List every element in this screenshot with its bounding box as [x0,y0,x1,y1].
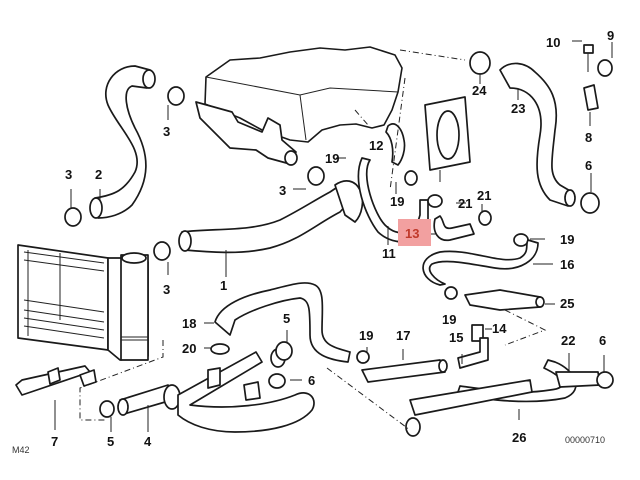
callout-21[interactable]: 21 [477,188,492,203]
callout-4[interactable]: 4 [144,434,152,449]
part-7-bracket [15,365,97,396]
callout-1[interactable]: 1 [220,278,228,293]
diagram-number: 00000710 [565,435,606,445]
parts-14-15-17 [361,324,489,383]
callout-19[interactable]: 19 [442,312,457,327]
part-2-hose [89,65,156,219]
highlight-part-13 [398,219,431,246]
part-26-hose [405,359,614,437]
callout-20[interactable]: 20 [182,341,197,356]
callout-3[interactable]: 3 [65,167,73,182]
part-16-hose [422,239,539,286]
radiator [17,244,164,421]
callout-22[interactable]: 22 [561,333,576,348]
callout-10[interactable]: 10 [546,35,561,50]
part-13-elbow [433,215,475,242]
engine-block [195,46,403,166]
part-23-hose [469,51,576,207]
callout-23[interactable]: 23 [511,101,526,116]
callout-24[interactable]: 24 [472,83,487,98]
callout-3[interactable]: 3 [163,124,171,139]
callout-8[interactable]: 8 [585,130,593,145]
clamps-19-21 [356,170,529,364]
heater-valve [424,96,471,182]
clamp-6 [580,192,600,214]
callout-25[interactable]: 25 [560,296,575,311]
callout-6[interactable]: 6 [599,333,607,348]
callout-13[interactable]: 13 [405,226,420,241]
callout-19[interactable]: 19 [325,151,340,166]
part-1-hose [178,180,364,254]
callout-17[interactable]: 17 [396,328,411,343]
callout-15[interactable]: 15 [449,330,464,345]
callout-3[interactable]: 3 [279,183,287,198]
callout-9[interactable]: 9 [607,28,615,43]
callout-16[interactable]: 16 [560,257,575,272]
callout-21[interactable]: 21 [458,196,473,211]
clamp-3 [64,86,325,261]
part-12-hose [385,123,406,166]
part-18-hose [214,282,351,363]
part-4-pipe [117,348,315,433]
callout-19[interactable]: 19 [560,232,575,247]
model-code: M42 [12,445,30,455]
parts-8-9-10 [583,44,613,111]
callout-19[interactable]: 19 [359,328,374,343]
callout-5[interactable]: 5 [283,311,291,326]
callout-18[interactable]: 18 [182,316,197,331]
callout-6[interactable]: 6 [308,373,316,388]
callout-12[interactable]: 12 [369,138,384,153]
callout-19[interactable]: 19 [390,194,405,209]
leader-lines [54,40,613,432]
callout-5[interactable]: 5 [107,434,115,449]
part-25-tube [464,289,545,311]
callout-7[interactable]: 7 [51,434,59,449]
callout-26[interactable]: 26 [512,430,527,445]
callout-6[interactable]: 6 [585,158,593,173]
callout-11[interactable]: 11 [382,246,396,261]
callout-3[interactable]: 3 [163,282,171,297]
callout-2[interactable]: 2 [95,167,103,182]
callout-14[interactable]: 14 [492,321,507,336]
assembly-lines [326,49,547,431]
clamps-5-6-20 [99,341,293,418]
